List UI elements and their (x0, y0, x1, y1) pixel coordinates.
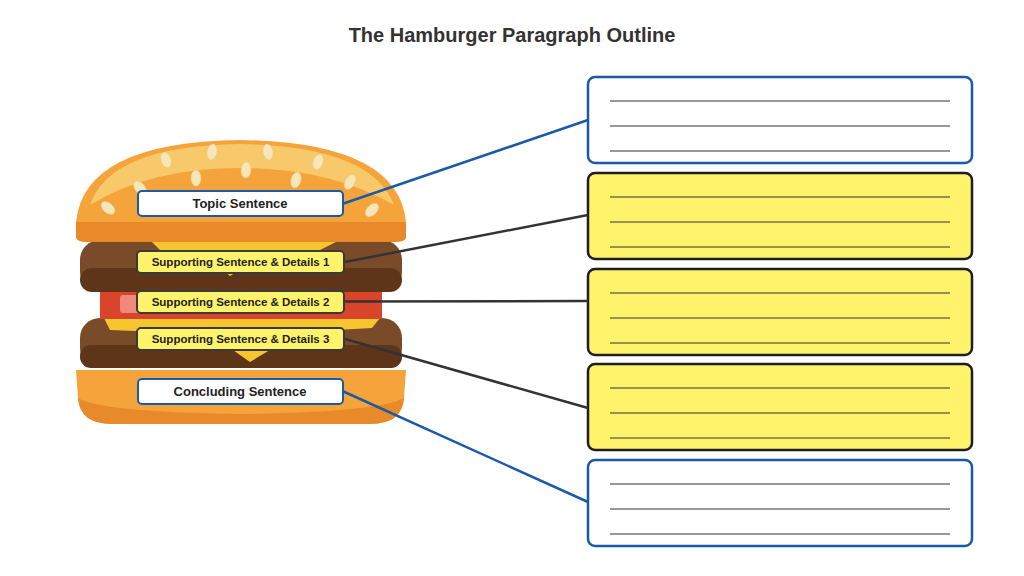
sesame-seed (240, 162, 251, 179)
writing-box (588, 460, 972, 546)
label-text: Supporting Sentence & Details 2 (152, 296, 330, 308)
leader-line (344, 392, 589, 503)
writing-line (610, 438, 950, 439)
sesame-seed (289, 171, 303, 189)
writing-line (610, 534, 950, 535)
top-bun-rim (76, 222, 406, 242)
outline-label-box: Supporting Sentence & Details 2 (136, 290, 345, 314)
writing-line (610, 101, 950, 102)
patty (80, 318, 402, 368)
leader-line (344, 120, 589, 204)
outline-label-box: Topic Sentence (137, 190, 344, 217)
writing-box (588, 173, 972, 259)
sesame-seeds (99, 143, 382, 219)
leader-line (345, 339, 588, 408)
writing-box (588, 77, 972, 163)
writing-line (610, 318, 950, 319)
sesame-seed (342, 173, 359, 192)
patty (80, 240, 402, 292)
label-text: Supporting Sentence & Details 3 (152, 333, 330, 345)
label-text: Supporting Sentence & Details 1 (152, 256, 330, 268)
writing-line (610, 222, 950, 223)
writing-line (610, 509, 950, 510)
writing-line (610, 293, 950, 294)
sesame-seed (206, 143, 219, 160)
writing-line (610, 151, 950, 152)
outline-label-box: Supporting Sentence & Details 1 (136, 250, 345, 274)
writing-box (588, 364, 972, 450)
writing-line (610, 388, 950, 389)
sesame-seed (311, 153, 326, 171)
leader-line (345, 215, 588, 262)
writing-line (610, 126, 950, 127)
writing-line (610, 247, 950, 248)
leader-lines (344, 120, 589, 502)
writing-line (610, 343, 950, 344)
leader-line (345, 300, 588, 303)
cheese (104, 318, 380, 362)
sesame-seed (99, 199, 118, 217)
writing-box (588, 269, 972, 355)
sesame-seed (262, 143, 275, 160)
diagram-title: The Hamburger Paragraph Outline (0, 24, 1024, 47)
sesame-seed (363, 201, 381, 219)
outline-label-box: Concluding Sentence (137, 378, 344, 405)
sesame-seed (191, 170, 201, 186)
label-text: Concluding Sentence (174, 384, 307, 399)
label-text: Topic Sentence (192, 196, 287, 211)
outline-label-box: Supporting Sentence & Details 3 (136, 327, 345, 351)
writing-line (610, 197, 950, 198)
sesame-seed (159, 151, 174, 169)
writing-line (610, 484, 950, 485)
writing-boxes (588, 77, 972, 546)
writing-line (610, 413, 950, 414)
